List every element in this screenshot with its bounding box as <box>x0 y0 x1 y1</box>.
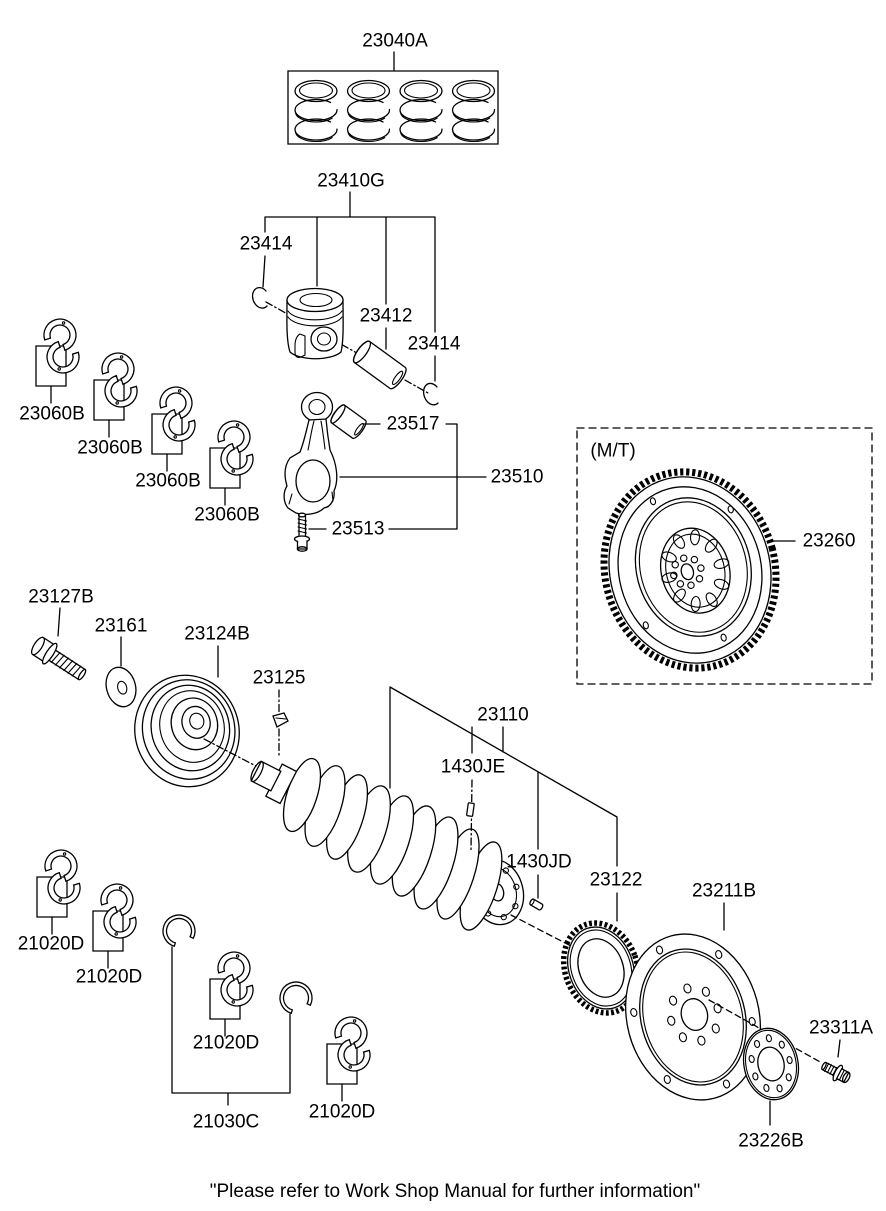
part-label-21020d-2: 21020D <box>75 966 143 988</box>
pulley-axis-line <box>204 739 256 766</box>
piston-ring-box <box>288 52 498 144</box>
piston-kit-bracket <box>263 192 435 381</box>
part-label-21020d-3: 21020D <box>192 1032 260 1054</box>
gear-align-line <box>511 915 571 946</box>
thrust-washer-1 <box>160 912 198 949</box>
flywheel-hub <box>651 520 740 621</box>
part-label-23040a: 23040A <box>362 30 428 52</box>
washer <box>102 664 140 710</box>
piston <box>287 289 343 359</box>
main-bearing-set-3 <box>210 949 256 1036</box>
connecting-rod <box>284 393 337 515</box>
mt-flywheel-box <box>577 428 872 688</box>
part-label-23410g: 23410G <box>317 170 385 192</box>
part-label-21020d-4: 21020D <box>308 1101 376 1123</box>
part-label-23060b-3: 23060B <box>135 470 201 492</box>
crank-key <box>467 803 475 817</box>
label-mt-variant: (M/T) <box>590 440 636 462</box>
flywheel <box>582 452 797 687</box>
small-end-bushing <box>329 403 369 440</box>
crank-pulley <box>122 663 251 798</box>
dowel-pin <box>529 898 544 910</box>
adapter-plate <box>737 1023 805 1105</box>
part-label-1430jd: 1430JD <box>506 851 572 873</box>
crank-position-gear <box>551 912 650 1023</box>
part-label-21020d-1: 21020D <box>17 933 85 955</box>
part-label-21030c: 21030C <box>192 1111 260 1133</box>
crankshaft-bracket <box>390 687 617 921</box>
part-label-23260: 23260 <box>802 530 856 552</box>
con-rod-bearing-set-4 <box>210 418 256 505</box>
part-label-23513: 23513 <box>331 518 385 540</box>
crank-bolt <box>28 634 90 686</box>
con-rod-bearing-set-1 <box>36 316 82 403</box>
part-label-23060b-4: 23060B <box>194 504 260 526</box>
part-label-23211b: 23211B <box>691 880 757 902</box>
rod-bolt <box>295 513 310 551</box>
piston-pin <box>351 339 409 391</box>
woodruff-key <box>273 713 288 727</box>
part-label-23412: 23412 <box>359 305 413 327</box>
con-rod-bearing-set-2 <box>94 350 140 437</box>
part-label-23122: 23122 <box>589 869 643 891</box>
drive-plate <box>608 919 779 1115</box>
main-bearing-set-2 <box>93 881 139 968</box>
plate-bolt-leader <box>838 1040 840 1057</box>
part-label-23060b-2: 23060B <box>77 437 143 459</box>
rod-leader-lines <box>309 424 486 529</box>
part-label-23414-1: 23414 <box>239 233 293 255</box>
part-label-23510: 23510 <box>490 466 544 488</box>
main-bearing-set-4 <box>327 1014 373 1101</box>
part-label-23161: 23161 <box>94 615 148 637</box>
thrust-washer-2 <box>277 979 315 1016</box>
snap-ring-right <box>424 383 438 404</box>
workshop-manual-note: "Please refer to Work Shop Manual for fu… <box>209 1181 701 1202</box>
part-label-23125: 23125 <box>252 667 306 689</box>
part-label-23311a: 23311A <box>808 1017 874 1039</box>
thrust-washer-bracket <box>172 947 290 1105</box>
crank-bolt-leader <box>58 608 60 636</box>
part-label-1430je: 1430JE <box>440 756 506 778</box>
snap-ring-left <box>253 288 267 308</box>
part-label-23127b: 23127B <box>28 586 94 608</box>
plate-bolt <box>819 1058 853 1087</box>
part-label-23124b: 23124B <box>184 623 250 645</box>
con-rod-bearing-set-3 <box>152 384 198 471</box>
crankshaft <box>245 754 530 935</box>
part-label-23060b-1: 23060B <box>19 403 85 425</box>
part-label-23517: 23517 <box>386 413 440 435</box>
part-label-23414-2: 23414 <box>407 333 461 355</box>
part-label-23110: 23110 <box>477 704 529 726</box>
part-label-23226b: 23226B <box>738 1130 804 1152</box>
main-bearing-set-1 <box>37 847 83 934</box>
